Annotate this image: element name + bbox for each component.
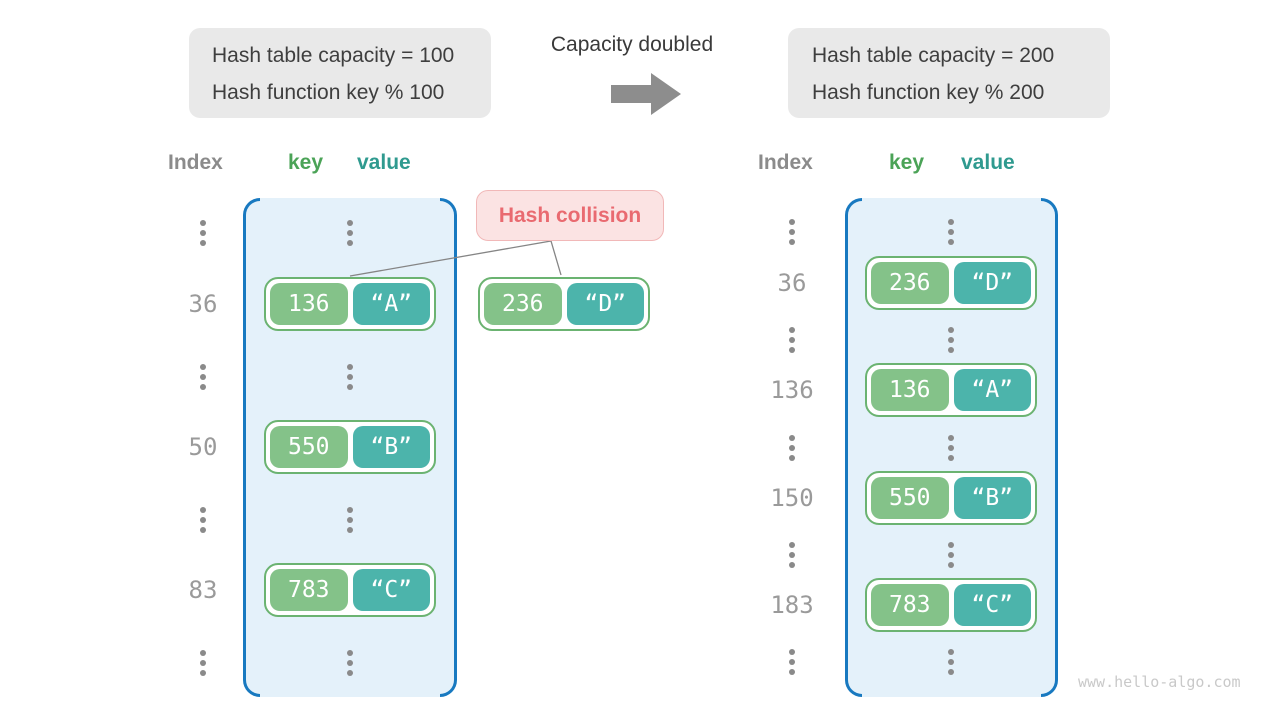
value-box: “A”	[953, 369, 1031, 411]
capacity-note-after: Hash table capacity = 200 Hash function …	[788, 28, 1110, 118]
pair-783-C: 783 “C”	[865, 578, 1037, 632]
hash-function-line: Hash function key % 200	[812, 81, 1045, 104]
ellipsis-dots	[347, 220, 353, 246]
key-box: 783	[270, 569, 348, 611]
value-box: “C”	[352, 569, 430, 611]
right-header-index: Index	[758, 151, 813, 174]
ellipsis-dots	[789, 542, 795, 568]
ellipsis-dots	[200, 220, 206, 246]
ellipsis-dots	[200, 650, 206, 676]
right-header-key: key	[889, 151, 925, 174]
value-box: “B”	[953, 477, 1031, 519]
key-box: 236	[484, 283, 562, 325]
key-box: 783	[871, 584, 949, 626]
bracket-left	[845, 198, 862, 697]
left-header-index: Index	[168, 151, 223, 174]
ellipsis-dots	[347, 507, 353, 533]
capacity-line: Hash table capacity = 200	[812, 44, 1055, 67]
arrow-right-icon	[611, 73, 681, 115]
key-box: 550	[270, 426, 348, 468]
bracket-right	[440, 198, 457, 697]
pair-550-B: 550 “B”	[865, 471, 1037, 525]
key-box: 236	[871, 262, 949, 304]
transition-label: Capacity doubled	[550, 33, 714, 56]
pair-236-D: 236 “D”	[865, 256, 1037, 310]
ellipsis-dots	[347, 364, 353, 390]
left-header-key: key	[288, 151, 324, 174]
right-header-value: value	[961, 151, 1015, 174]
pair-783-C: 783 “C”	[264, 563, 436, 617]
pair-236-D-colliding: 236 “D”	[478, 277, 650, 331]
ellipsis-dots	[789, 435, 795, 461]
value-box: “A”	[352, 283, 430, 325]
hash-collision-callout: Hash collision	[476, 190, 664, 241]
ellipsis-dots	[948, 219, 954, 245]
value-box: “D”	[566, 283, 644, 325]
capacity-note-before: Hash table capacity = 100 Hash function …	[189, 28, 491, 118]
right-index-3: 183	[770, 591, 814, 619]
ellipsis-dots	[789, 649, 795, 675]
pair-136-A: 136 “A”	[264, 277, 436, 331]
ellipsis-dots	[948, 435, 954, 461]
ellipsis-dots	[200, 364, 206, 390]
ellipsis-dots	[948, 649, 954, 675]
right-index-0: 36	[777, 269, 807, 297]
left-index-0: 36	[188, 290, 218, 318]
key-box: 550	[871, 477, 949, 519]
ellipsis-dots	[789, 219, 795, 245]
key-box: 136	[871, 369, 949, 411]
left-header-value: value	[357, 151, 411, 174]
left-index-1: 50	[188, 433, 218, 461]
watermark: www.hello-algo.com	[1078, 673, 1241, 691]
right-index-2: 150	[770, 484, 814, 512]
right-index-1: 136	[770, 376, 814, 404]
ellipsis-dots	[347, 650, 353, 676]
value-box: “C”	[953, 584, 1031, 626]
capacity-line: Hash table capacity = 100	[212, 44, 455, 67]
ellipsis-dots	[948, 542, 954, 568]
pair-136-A: 136 “A”	[865, 363, 1037, 417]
value-box: “B”	[352, 426, 430, 468]
pair-550-B: 550 “B”	[264, 420, 436, 474]
value-box: “D”	[953, 262, 1031, 304]
ellipsis-dots	[200, 507, 206, 533]
left-index-2: 83	[188, 576, 218, 604]
key-box: 136	[270, 283, 348, 325]
ellipsis-dots	[789, 327, 795, 353]
bracket-right	[1041, 198, 1058, 697]
ellipsis-dots	[948, 327, 954, 353]
hash-function-line: Hash function key % 100	[212, 81, 445, 104]
